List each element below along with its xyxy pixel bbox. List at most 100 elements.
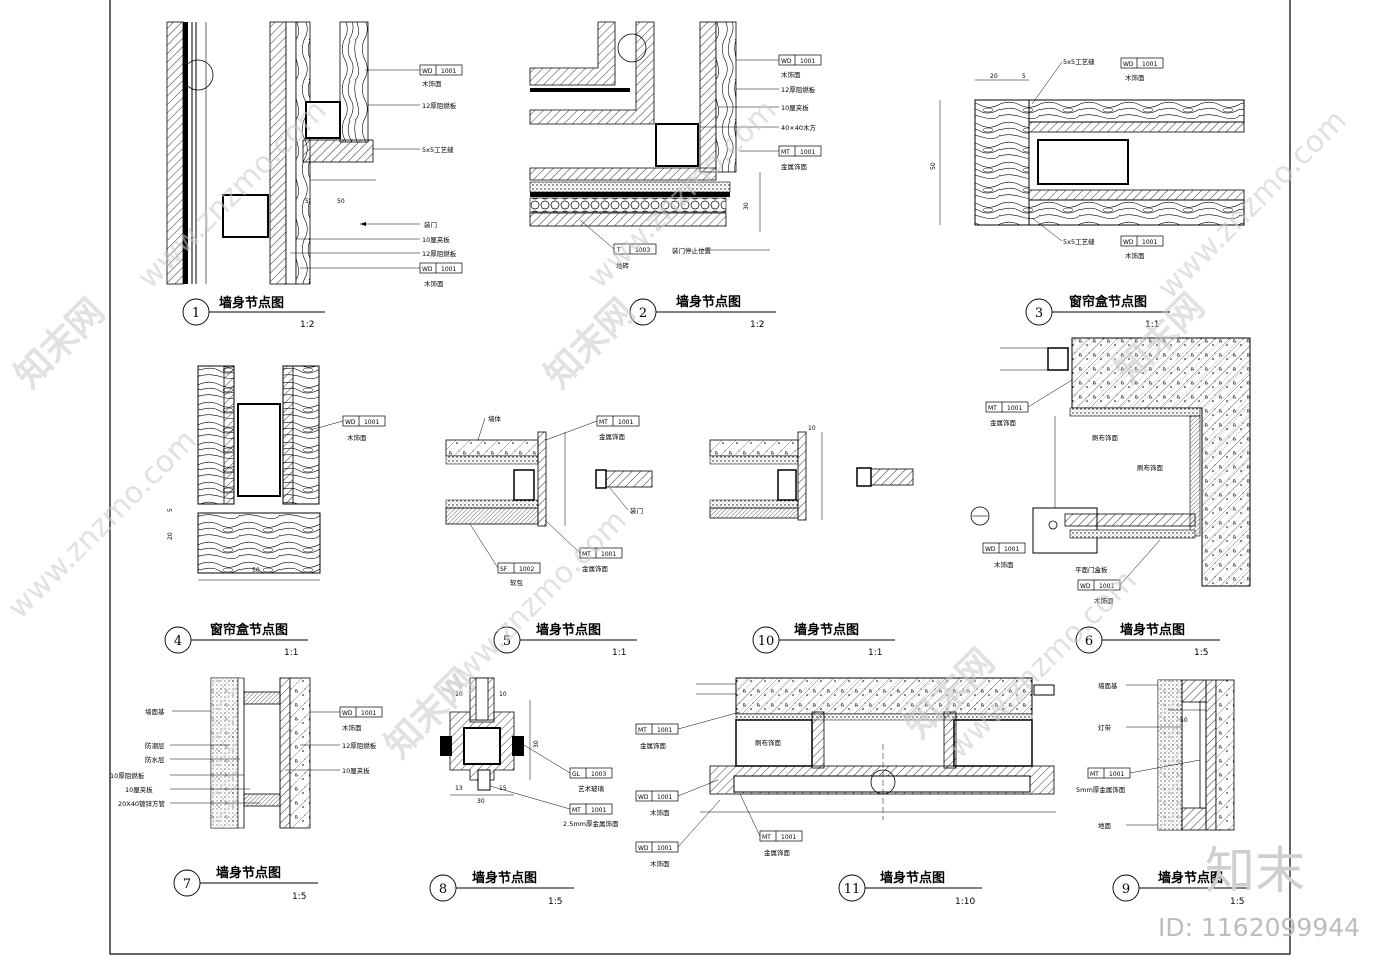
- svg-text:金属饰面: 金属饰面: [599, 432, 626, 441]
- svg-text:1001: 1001: [441, 266, 456, 273]
- d7-lay1: 防潮层: [145, 741, 165, 750]
- svg-text:木饰面: 木饰面: [994, 560, 1014, 569]
- detail-title: 墙身节点图: [880, 870, 945, 886]
- d8-dim-10b: 10: [499, 691, 507, 698]
- detail-scale: 1:5: [548, 897, 562, 907]
- svg-text:MT: MT: [599, 419, 608, 426]
- svg-text:木饰面: 木饰面: [650, 808, 670, 817]
- svg-text:木饰面: 木饰面: [781, 70, 801, 79]
- svg-text:2.5mm厚金属饰面: 2.5mm厚金属饰面: [563, 819, 619, 828]
- d2-board-label: 12厚阻燃板: [781, 85, 816, 94]
- d4-dim-50: 50: [252, 567, 260, 574]
- detail-2-drawing: 30 WD 1001 木饰面 12厚阻燃板 10厘夹板 40×40木方 MT 1…: [529, 21, 822, 270]
- detail-scale: 1:5: [1230, 897, 1244, 907]
- svg-text:WD: WD: [638, 794, 649, 801]
- detail-scale: 1:1: [1145, 320, 1159, 330]
- svg-text:MT: MT: [762, 834, 771, 841]
- detail-title: 墙身节点图: [219, 295, 284, 311]
- watermark-text: www.znzmo.com: [1, 423, 204, 626]
- detail-scale: 1:1: [868, 648, 882, 658]
- svg-text:木饰面: 木饰面: [347, 433, 367, 442]
- d1-tag-wd-2: WD 1001 木饰面: [300, 262, 463, 288]
- d3-tag-wd: WD 1001 木饰面: [1120, 57, 1164, 82]
- svg-text:WD: WD: [1123, 61, 1134, 68]
- d1-plywood-label: 10厘夹板: [422, 235, 450, 244]
- svg-text:WD: WD: [1123, 239, 1134, 246]
- detail-number: 1: [192, 306, 200, 321]
- dim-50: 50: [337, 198, 345, 205]
- detail-10-drawing: 10: [709, 425, 914, 521]
- detail-scale: 1:2: [300, 320, 314, 330]
- svg-text:金属饰面: 金属饰面: [781, 162, 808, 171]
- svg-text:MT: MT: [988, 405, 997, 412]
- d9-dim-50: 50: [1180, 717, 1188, 724]
- svg-text:木饰面: 木饰面: [650, 859, 670, 868]
- d9-wallbase-label: 墙面基: [1098, 681, 1118, 690]
- svg-text:1002: 1002: [519, 566, 534, 573]
- svg-text:1001: 1001: [1007, 405, 1022, 412]
- d2-tag-wd: WD 1001 木饰面: [736, 54, 822, 79]
- svg-text:1001: 1001: [1004, 546, 1019, 553]
- svg-text:WD: WD: [985, 546, 996, 553]
- d1-groove-label: 5x5工艺缝: [422, 145, 454, 154]
- svg-text:地砖: 地砖: [616, 261, 630, 270]
- svg-text:1001: 1001: [657, 727, 672, 734]
- detail-6-drawing: MT 1001 金属饰面 刷布饰面 刷布饰面 WD 1001 木饰面 平面门盒板…: [970, 337, 1251, 605]
- svg-text:1003: 1003: [591, 771, 606, 778]
- d7-lay5: 20X40镀锌方管: [118, 799, 165, 808]
- d5-door-label: 装门: [630, 506, 643, 515]
- detail-1-drawing: 50 5 装门 WD 1001 木饰面 12厚阻燃板 5x5工艺缝 10厘夹板 …: [166, 21, 463, 288]
- d5-tag-mt-2: MT 1001 金属饰面: [544, 519, 623, 573]
- d4-dim-5: 5: [167, 508, 174, 512]
- title-block-2: 2 墙身节点图 1:2: [629, 294, 776, 330]
- svg-text:1001: 1001: [1099, 583, 1114, 590]
- svg-text:金属饰面: 金属饰面: [990, 418, 1017, 427]
- d11-ceiling-label: 刷布饰面: [755, 738, 782, 747]
- detail-title: 窗帘盒节点图: [1069, 294, 1147, 310]
- svg-text:WD: WD: [345, 419, 356, 426]
- d11-tag-wd: WD 1001 木饰面: [635, 779, 719, 817]
- detail-title: 墙身节点图: [1120, 622, 1185, 638]
- d2-tag-mt: MT 1001 金属饰面: [740, 145, 822, 171]
- sheet-border: [109, 0, 1291, 955]
- title-block-5: 5 墙身节点图 1:1: [493, 622, 637, 658]
- d3-dim-20: 20: [990, 73, 998, 80]
- detail-4-drawing: 50 20 5 WD 1001 木饰面: [167, 365, 386, 581]
- d6-tag-wd: WD 1001 木饰面: [982, 542, 1026, 569]
- d4-dim-20: 20: [167, 532, 174, 540]
- d6-ceiling-label-2: 刷布饰面: [1137, 463, 1164, 472]
- detail-number: 9: [1122, 882, 1130, 897]
- detail-9-drawing: 墙面基 灯带 MT 1001 5mm厚金属饰面 地面 50: [1076, 679, 1235, 831]
- svg-text:1001: 1001: [591, 807, 606, 814]
- svg-text:金属饰面: 金属饰面: [582, 564, 609, 573]
- detail-scale: 1:5: [1194, 648, 1208, 658]
- detail-title: 墙身节点图: [676, 294, 741, 310]
- d1-board-label: 12厚阻燃板: [422, 101, 457, 110]
- svg-text:GL: GL: [572, 771, 581, 778]
- d1-tag-wd: WD 1001 木饰面: [365, 64, 463, 88]
- d6-ceiling-label: 刷布饰面: [1092, 433, 1119, 442]
- detail-number: 10: [758, 634, 775, 649]
- detail-number: 5: [503, 634, 511, 649]
- d9-light-label: 灯带: [1098, 723, 1112, 732]
- detail-5-drawing: 墙体 MT 1001 金属饰面 装门 MT 1001 金属饰面 SF 1002 …: [445, 414, 653, 587]
- svg-text:1001: 1001: [781, 834, 796, 841]
- detail-scale: 1:1: [612, 648, 626, 658]
- svg-text:木饰面: 木饰面: [1125, 251, 1145, 260]
- d3-dim-50: 50: [930, 162, 937, 170]
- svg-text:1001: 1001: [364, 419, 379, 426]
- d7-lay3: 10厚阻燃板: [110, 771, 145, 780]
- d6-tag-mt: MT 1001 金属饰面: [985, 379, 1073, 427]
- d7-board10-label: 10厘夹板: [342, 766, 370, 775]
- detail-title: 墙身节点图: [536, 622, 601, 638]
- title-block-6: 6 墙身节点图 1:5: [1075, 622, 1220, 658]
- title-block-1: 1 墙身节点图 1:2: [182, 295, 325, 330]
- dim-5: 5: [305, 198, 309, 205]
- detail-number: 3: [1035, 306, 1043, 321]
- d2-ply-label: 10厘夹板: [781, 103, 809, 112]
- detail-scale: 1:2: [750, 320, 764, 330]
- svg-text:WD: WD: [342, 710, 353, 717]
- d8-dim-13: 13: [455, 785, 463, 792]
- detail-number: 7: [183, 877, 191, 892]
